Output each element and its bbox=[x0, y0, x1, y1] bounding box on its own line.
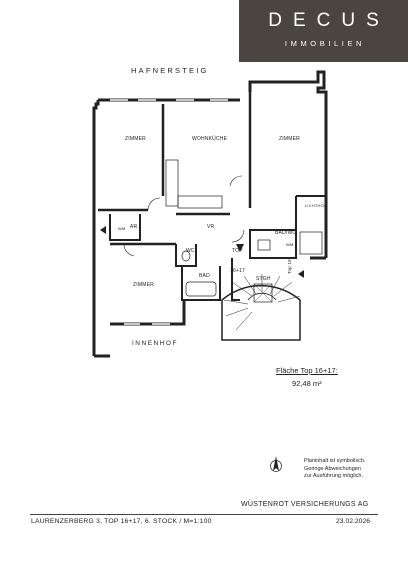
disclaimer: Planinhalt ist symbolisch. Geringe Abwei… bbox=[304, 458, 365, 481]
company-name: WÜSTENROT VERSICHERUNGS AG bbox=[241, 501, 369, 508]
door-arc-3 bbox=[231, 229, 245, 243]
room-zimmer-bottom: ZIMMER bbox=[133, 282, 154, 288]
wall-stgh bbox=[231, 258, 240, 301]
disclaimer-line-2: Geringe Abweichungen bbox=[304, 465, 361, 472]
basin-badwc bbox=[257, 239, 271, 251]
footer-address: LAURENZERBERG 3, TOP 16+17, 6. STOCK / M… bbox=[31, 518, 212, 525]
room-top: TOP bbox=[232, 248, 243, 254]
footer-divider bbox=[30, 514, 378, 515]
courtyard-wall bbox=[110, 300, 186, 326]
room-stgh: STGH bbox=[256, 276, 271, 282]
room-wc: WC bbox=[186, 248, 195, 254]
bathtub bbox=[185, 281, 217, 297]
logo-brand: DECUS bbox=[268, 10, 390, 31]
room-ar: AR bbox=[130, 224, 138, 230]
kitchen-counter-bottom bbox=[177, 195, 223, 209]
wall-ar bbox=[109, 214, 141, 241]
wall-wc bbox=[175, 244, 197, 267]
room-ww-right: WM bbox=[286, 242, 294, 247]
shower-badwc bbox=[299, 231, 323, 255]
room-bad: BAD bbox=[199, 273, 210, 279]
kitchen-counter bbox=[165, 159, 179, 207]
room-ww-left: WM bbox=[118, 226, 126, 231]
disclaimer-line-3: zur Ausführung möglich. bbox=[304, 473, 364, 479]
room-top-number: 16+17 bbox=[230, 268, 246, 274]
footer-date: 23.02.2026 bbox=[336, 518, 371, 525]
area-title: Fläche Top 16+17: bbox=[276, 366, 338, 375]
stair-inner bbox=[247, 292, 277, 301]
north-arrow-icon bbox=[270, 456, 282, 472]
door-marker-right bbox=[298, 270, 304, 278]
door-marker-left bbox=[100, 226, 106, 234]
elevator bbox=[253, 283, 273, 303]
door-arc-4 bbox=[123, 243, 135, 257]
entrance-marker bbox=[236, 244, 244, 252]
room-vr: VR bbox=[207, 224, 215, 230]
room-wohnkueche: WOHNKÜCHE bbox=[192, 136, 228, 142]
room-zimmer-left: ZIMMER bbox=[125, 136, 146, 142]
right-block-top bbox=[248, 70, 328, 258]
stair-treads bbox=[223, 274, 301, 331]
area-value: 92,48 m² bbox=[292, 379, 322, 388]
wall-badwc bbox=[249, 229, 297, 259]
room-bad-wc: BAD/WC bbox=[275, 230, 297, 236]
street-label: HAFNERSTEIG bbox=[131, 66, 209, 75]
toilet-wc bbox=[181, 250, 191, 262]
outer-wall bbox=[92, 100, 100, 356]
room-lichthof: LICHTHOF bbox=[305, 203, 327, 208]
wall-lichthof bbox=[295, 195, 326, 230]
room-top-vertical: Top 18 bbox=[286, 259, 292, 274]
courtyard-label: INNENHOF bbox=[132, 340, 178, 347]
room-zimmer-right: ZIMMER bbox=[279, 136, 300, 142]
disclaimer-line-1: Planinhalt ist symbolisch. bbox=[304, 458, 366, 464]
company-logo: DECUS IMMOBILIEN bbox=[239, 0, 408, 62]
logo-tagline: IMMOBILIEN bbox=[284, 39, 366, 48]
windows-top bbox=[110, 91, 312, 101]
stair-outer bbox=[221, 284, 301, 341]
door-arc-1 bbox=[147, 197, 161, 211]
wall-bad bbox=[181, 266, 221, 301]
door-arc-2 bbox=[229, 175, 243, 187]
